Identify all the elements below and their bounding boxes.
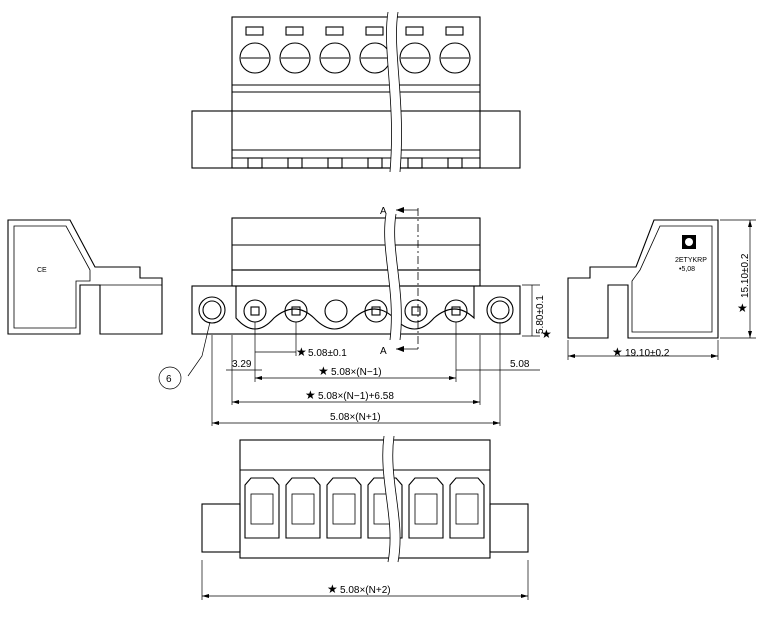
star-hole-height: ★: [541, 327, 552, 341]
section-label-bottom: A: [380, 346, 387, 357]
star-pitch-n-1-plus: ★: [305, 388, 316, 402]
left-mount-hole: [198, 296, 226, 324]
dim-side-width: 19.10±0.2: [625, 348, 670, 359]
front-view: A A: [191, 206, 521, 357]
star-pitch-tol: ★: [296, 345, 307, 359]
dimension-lines: [158, 219, 756, 600]
callout-number: 6: [166, 374, 172, 385]
star-pitch-n-1: ★: [318, 364, 329, 378]
dim-pitch-n-plus-1: 5.08×(N+1): [330, 412, 381, 423]
bottom-cell-row: [244, 477, 485, 539]
part-code-label: 2ETYKRP: [675, 257, 707, 264]
right-side-view: 2ETYKRP •5,08: [567, 219, 719, 339]
bottom-view: [201, 435, 529, 563]
dim-pitch-tol: 5.08±0.1: [308, 348, 347, 359]
dim-pitch-n-plus-2: 5.08×(N+2): [340, 585, 391, 596]
dim-left-offset: 3.29: [232, 359, 252, 370]
star-pitch-n-plus-2: ★: [327, 582, 338, 596]
star-side-height: ★: [737, 301, 748, 315]
ce-mark: CE: [37, 267, 47, 274]
top-view: [191, 11, 521, 173]
dim-side-height: 15.10±0.2: [740, 253, 751, 298]
dim-right-offset: 5.08: [510, 359, 530, 370]
dim-pitch-n-minus-1-plus: 5.08×(N−1)+6.58: [318, 391, 394, 402]
section-label-top: A: [380, 206, 387, 217]
dim-pitch-n-minus-1: 5.08×(N−1): [331, 367, 382, 378]
star-side-width: ★: [612, 345, 623, 359]
dim-hole-height: 5.80±0.1: [535, 295, 546, 334]
pitch-mark-label: •5,08: [679, 266, 695, 273]
top-screw-row: [239, 26, 471, 74]
left-side-view: CE: [7, 219, 163, 335]
dimension-labels: ★ 5.08±0.1 3.29 ★ 5.08×(N−1) 5.08 ★ 5.08…: [166, 253, 751, 596]
front-terminal-row: [235, 286, 475, 330]
